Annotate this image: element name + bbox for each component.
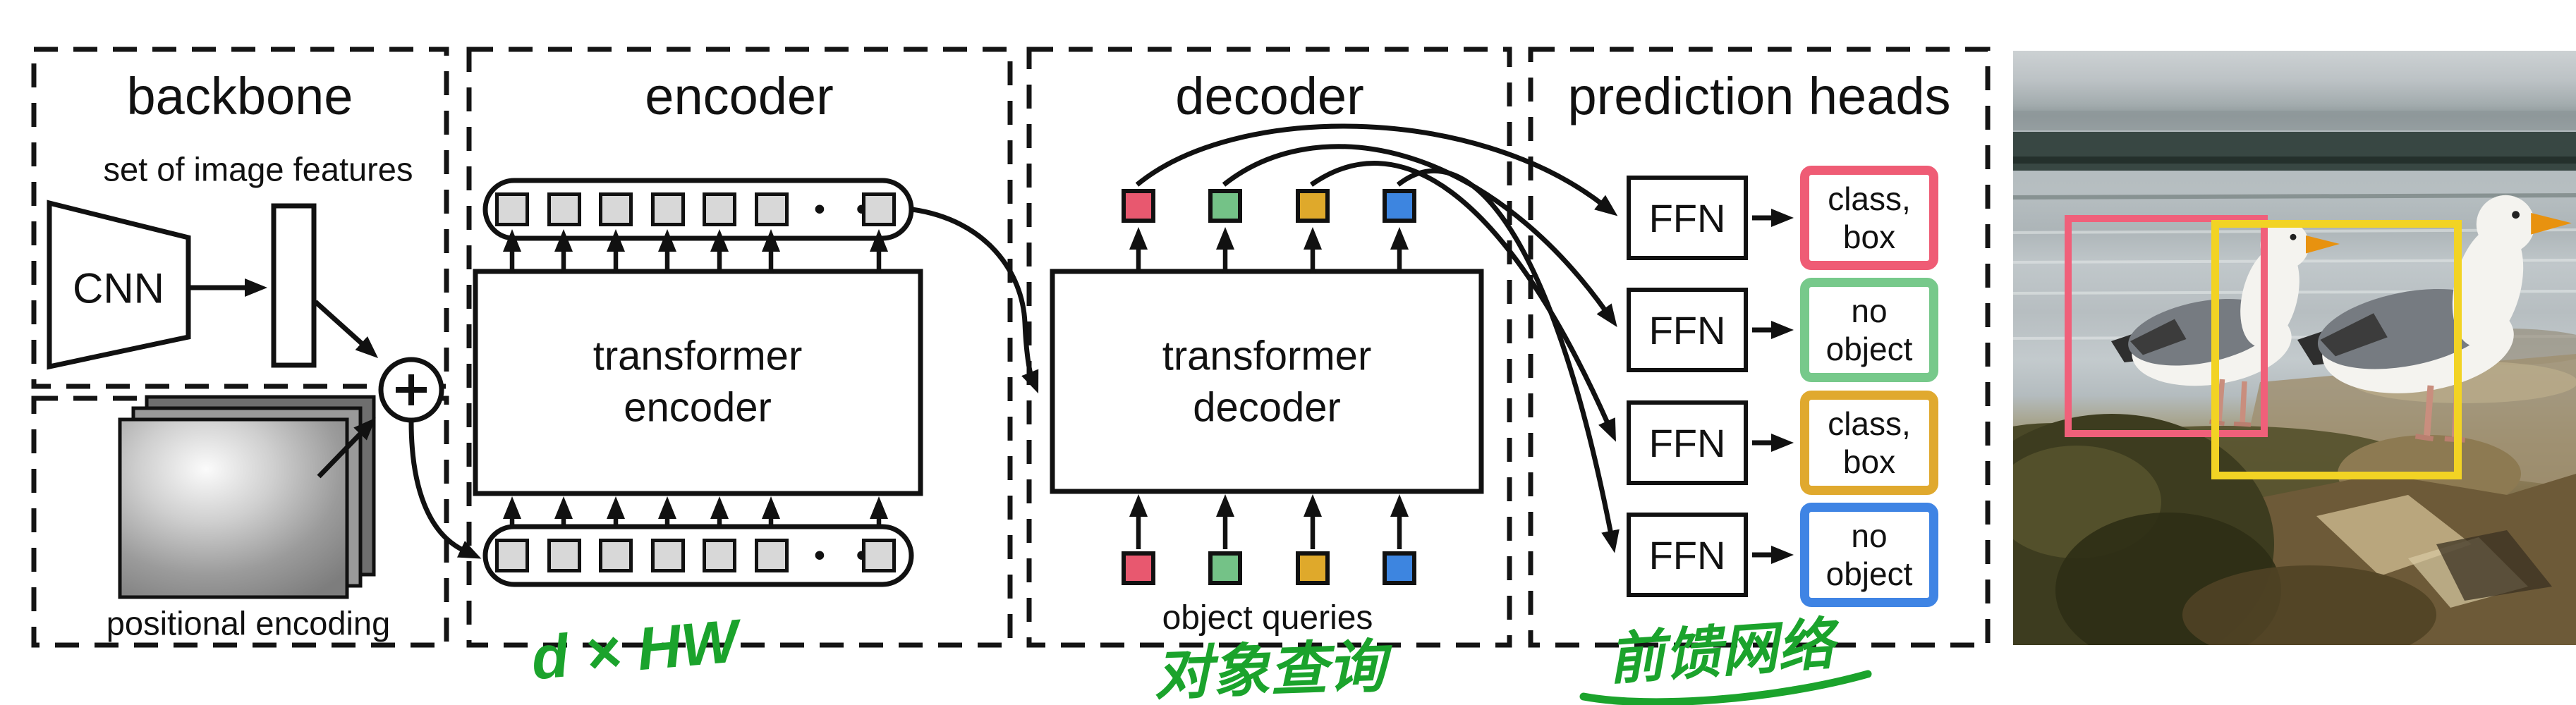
decoder-output-square-2	[1296, 189, 1330, 223]
encoder-output-token	[599, 192, 633, 226]
output-box-2-line1: class,	[1828, 405, 1911, 442]
encoder-input-token	[754, 539, 789, 572]
object-query-square-0	[1122, 551, 1155, 585]
decoder-output-square-3	[1383, 189, 1416, 223]
ffn-box-2: FFN	[1627, 400, 1748, 485]
transformer-decoder-block	[1050, 269, 1484, 494]
features-to-plus-arrow	[313, 300, 379, 359]
cnn-trapezoid	[47, 200, 191, 370]
ffn-box-0: FFN	[1627, 176, 1748, 260]
ffn-box-3: FFN	[1627, 513, 1748, 597]
decoder-output-square-1	[1208, 189, 1242, 223]
transformer-decoder-label-line1: transformer	[1162, 333, 1372, 379]
decoder-annotation-chinese: 对象查询	[1153, 634, 1387, 705]
plus-to-encoder-input-arrow	[408, 421, 482, 559]
photo-scenery	[2013, 111, 2576, 645]
detection-bbox-right-bird	[2211, 220, 2462, 479]
output-box-2-line2: box	[1842, 443, 1896, 480]
detection-bbox-left-bird	[2065, 215, 2268, 437]
output-box-1-line2: object	[1825, 331, 1913, 367]
output-box-3-line2: object	[1825, 556, 1913, 592]
seagull-photo	[2013, 51, 2576, 645]
encoder-input-token	[495, 539, 529, 572]
positional-encoding-stack	[118, 395, 376, 599]
encoder-title: encoder	[645, 67, 834, 126]
output-box-3-line1: no	[1851, 517, 1888, 554]
output-box-1-line1: no	[1851, 293, 1888, 329]
plus-icon	[396, 374, 427, 405]
encoder-input-token	[703, 539, 736, 572]
backbone-box-border	[31, 47, 449, 389]
object-query-square-2	[1296, 551, 1330, 585]
encoder-output-token	[754, 192, 789, 226]
decoder-top-arrows	[1129, 227, 1409, 274]
encoder-bottom-arrows	[503, 496, 888, 525]
encoder-output-token	[703, 192, 736, 226]
annotation-underline-stroke	[1579, 670, 1872, 705]
encoder-input-token-container	[482, 524, 914, 587]
encoder-input-token	[862, 539, 896, 572]
encoder-top-arrows	[503, 229, 888, 274]
encoder-input-token	[599, 539, 633, 572]
output-box-0-line1: class,	[1828, 180, 1911, 217]
output-box-0-line2: box	[1842, 219, 1896, 255]
encoder-output-token	[547, 192, 581, 226]
object-queries-label: object queries	[1162, 599, 1373, 637]
object-query-square-1	[1208, 551, 1242, 585]
prediction-heads-title: prediction heads	[1567, 67, 1951, 126]
backbone-title: backbone	[126, 67, 353, 126]
cnn-label: CNN	[73, 264, 164, 312]
ffn-to-output-arrows	[1752, 209, 1794, 564]
features-label: set of image features	[103, 150, 413, 188]
encoder-output-token-container	[482, 178, 914, 241]
encoder-box-border	[466, 47, 1013, 648]
output-box-0: class,box	[1800, 166, 1938, 270]
encoder-to-decoder-arrow	[911, 207, 1039, 394]
decoder-output-square-0	[1122, 189, 1155, 223]
positional-label: positional encoding	[106, 604, 391, 642]
encoder-output-token	[495, 192, 529, 226]
transformer-encoder-label-line2: encoder	[624, 384, 772, 431]
encoder-input-token	[650, 539, 685, 572]
ffn-box-1: FFN	[1627, 288, 1748, 372]
transformer-decoder-label-line2: decoder	[1193, 384, 1341, 431]
encoder-input-token	[547, 539, 581, 572]
object-query-square-3	[1383, 551, 1416, 585]
encoder-output-token	[650, 192, 685, 226]
feature-map-rect	[271, 203, 317, 368]
decoder-title: decoder	[1175, 67, 1364, 126]
decoder-box-border	[1026, 47, 1512, 648]
decoder-bottom-arrows	[1129, 494, 1409, 549]
decoder-to-ffn-arrows	[1135, 123, 1620, 553]
prediction-heads-box-border	[1528, 47, 1991, 648]
encoder-output-token	[862, 192, 896, 226]
transformer-encoder-block	[473, 269, 923, 496]
positional-to-plus-arrow	[317, 417, 376, 479]
output-box-2: class,box	[1800, 391, 1938, 495]
transformer-encoder-label-line1: transformer	[593, 333, 803, 379]
